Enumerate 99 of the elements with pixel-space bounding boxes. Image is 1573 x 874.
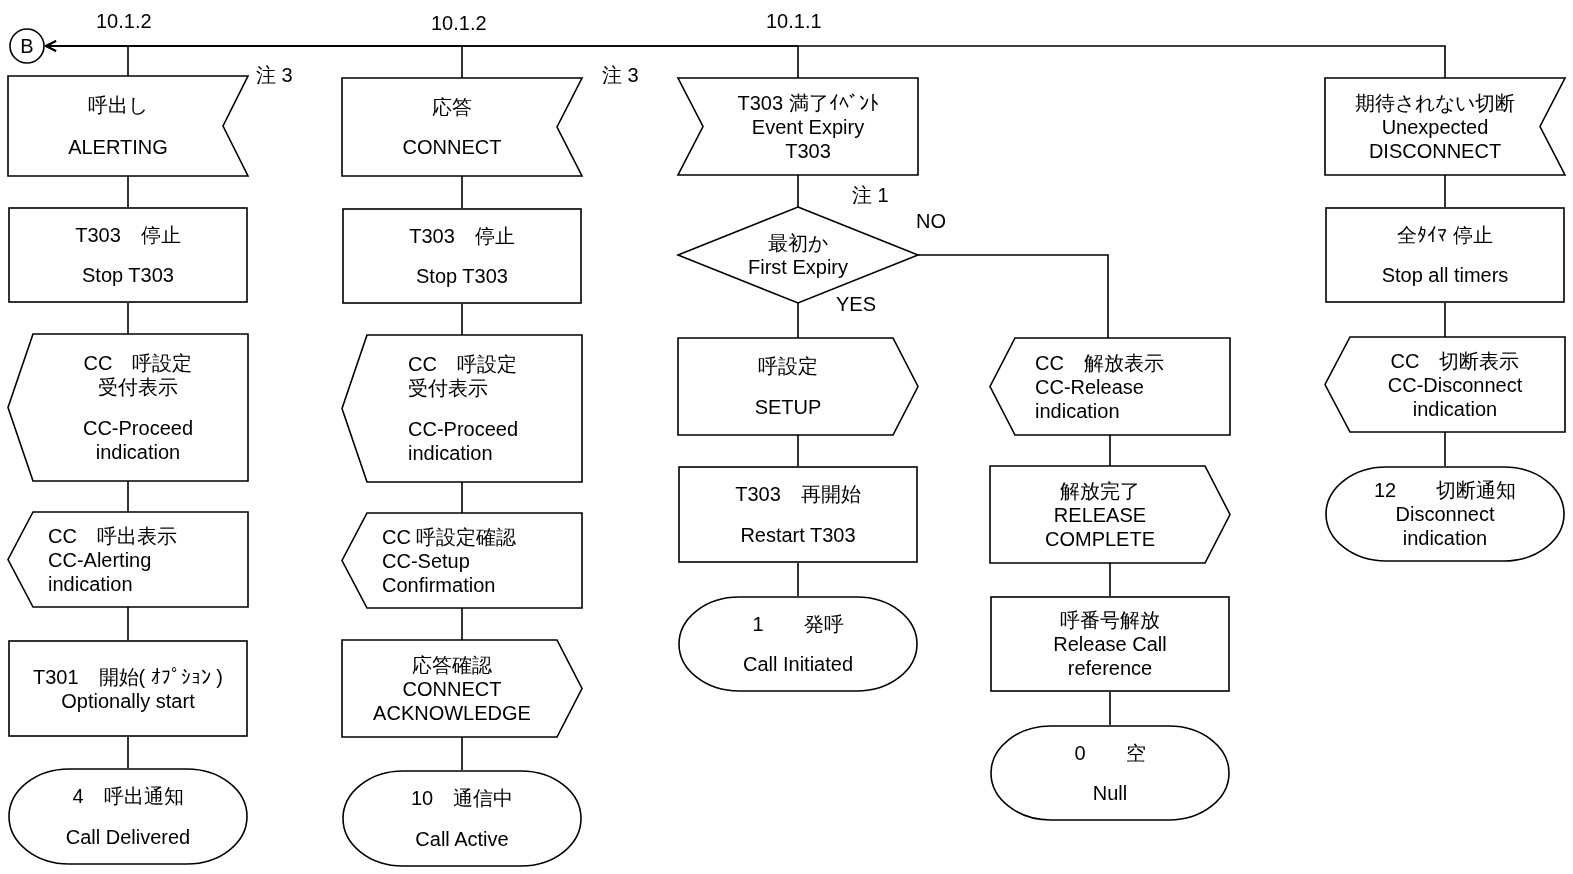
section-number: 10.1.2 — [431, 12, 487, 34]
node-text: CC 呼設定受付表示 — [408, 352, 518, 400]
input-signal-box — [1325, 78, 1565, 175]
connector-circle — [9, 28, 45, 64]
node-text: Call Initiated — [741, 652, 855, 676]
connector-line — [127, 175, 129, 208]
connector-line — [127, 302, 129, 335]
node-text: CC 切断表示 — [1389, 348, 1521, 373]
node-text: 0 空 — [1073, 741, 1147, 765]
node-text: RELEASE COMPLETE — [1044, 502, 1156, 551]
output-signal-box — [342, 335, 582, 482]
node-text: T303 再開始 — [734, 482, 862, 507]
note-label: 注 3 — [602, 64, 639, 86]
connector-line — [1109, 434, 1111, 467]
connector-line — [1109, 691, 1111, 726]
input-signal-box — [678, 78, 918, 175]
connector-line — [797, 434, 799, 467]
node-text: T303 停止 — [408, 224, 516, 248]
output-signal-box — [1325, 337, 1565, 432]
node-text: 応答確認 — [411, 652, 493, 677]
node-text: Call Active — [414, 826, 510, 851]
node-text: 呼出し — [87, 93, 149, 118]
process-box — [1325, 207, 1565, 303]
node-text: CC-Setup Confirmation — [382, 548, 497, 597]
node-text: Null — [1091, 781, 1129, 805]
process-box — [990, 596, 1230, 692]
node-text: Release Call reference — [1052, 632, 1168, 680]
connector-line — [797, 302, 799, 339]
output-signal-box — [990, 338, 1230, 435]
node-text: Stop all timers — [1380, 263, 1510, 287]
input-signal-box — [342, 78, 582, 176]
node-text: CC 呼設定確認 — [382, 524, 518, 549]
process-box — [8, 640, 248, 737]
output-signal-box — [678, 338, 918, 435]
connector-line — [797, 174, 799, 208]
node-text: First Expiry — [747, 255, 849, 279]
connector-line — [1444, 302, 1446, 338]
connector-line — [461, 607, 463, 641]
node-text: Unexpected DISCONNECT — [1367, 114, 1503, 163]
node-text: 解放完了 — [1059, 478, 1141, 503]
node-text: 4 呼出通知 — [71, 784, 185, 809]
input-signal-box — [8, 76, 248, 176]
connector-line — [1444, 431, 1446, 467]
node-text: Disconnect indication — [1394, 502, 1496, 550]
node-text: 呼設定 — [757, 354, 819, 379]
output-signal-box — [8, 334, 248, 481]
output-signal-box — [990, 466, 1230, 563]
node-text: CONNECT ACKNOWLEDGE — [372, 676, 532, 725]
node-text: T301 開始( ｵﾌﾟｼｮﾝ ) — [32, 664, 224, 689]
connector-line — [461, 175, 463, 209]
connector-line — [1444, 174, 1446, 208]
arrow — [45, 40, 1446, 79]
node-text: 10 通信中 — [409, 786, 515, 811]
node-text: B — [19, 34, 35, 58]
output-signal-box — [342, 513, 582, 608]
node-text: SETUP — [753, 394, 823, 419]
output-signal-box — [8, 512, 248, 607]
connector-line — [1109, 562, 1111, 597]
node-text: CC 呼設定受付表示 — [82, 351, 194, 399]
node-text: Call Delivered — [64, 824, 192, 849]
output-signal-box — [342, 640, 582, 737]
section-number: 10.1.2 — [96, 10, 152, 32]
connector-line — [127, 736, 129, 769]
node-text: CC-Release indication — [1035, 374, 1145, 423]
node-text: T303 満了ｲﾍﾞﾝﾄ — [736, 90, 880, 115]
connector-line — [797, 562, 799, 597]
node-text: CC-Disconnect indication — [1386, 372, 1524, 421]
note-label: 注 1 — [852, 184, 889, 206]
node-text: Stop T303 — [415, 264, 509, 288]
node-text: CC 呼出表示 — [48, 523, 178, 548]
connector-line — [461, 303, 463, 336]
node-text: Optionally start — [60, 688, 196, 713]
node-text: ALERTING — [67, 134, 169, 159]
process-box — [8, 207, 248, 303]
node-text: 12 切断通知 — [1372, 478, 1518, 502]
connector-line — [127, 606, 129, 641]
node-text: 最初か — [767, 231, 829, 255]
connector-line — [127, 480, 129, 513]
process-box — [678, 466, 918, 563]
section-number: 10.1.1 — [766, 10, 822, 32]
node-text: 全ﾀｲﾏ 停止 — [1396, 223, 1494, 247]
node-text: CC-Proceed indication — [408, 417, 520, 465]
connector-line — [461, 481, 463, 514]
node-text: 1 発呼 — [751, 612, 845, 636]
node-text: CC-Alerting indication — [48, 547, 153, 596]
node-text: 応答 — [431, 94, 473, 119]
process-box — [342, 208, 582, 304]
node-text: Event Expiry T303 — [750, 114, 866, 163]
node-text: 呼番号解放 — [1059, 608, 1161, 632]
node-text: T303 停止 — [74, 223, 182, 247]
node-text: 期待されない切断 — [1354, 90, 1516, 115]
node-text: CC 解放表示 — [1035, 350, 1165, 375]
connector-line — [461, 736, 463, 771]
node-text: CONNECT — [401, 135, 503, 160]
node-text: Restart T303 — [739, 522, 857, 547]
node-text: Stop T303 — [81, 263, 175, 287]
note-label: 注 3 — [256, 64, 293, 86]
node-text: CC-Proceed indication — [81, 416, 194, 464]
connector-line — [917, 254, 1109, 339]
